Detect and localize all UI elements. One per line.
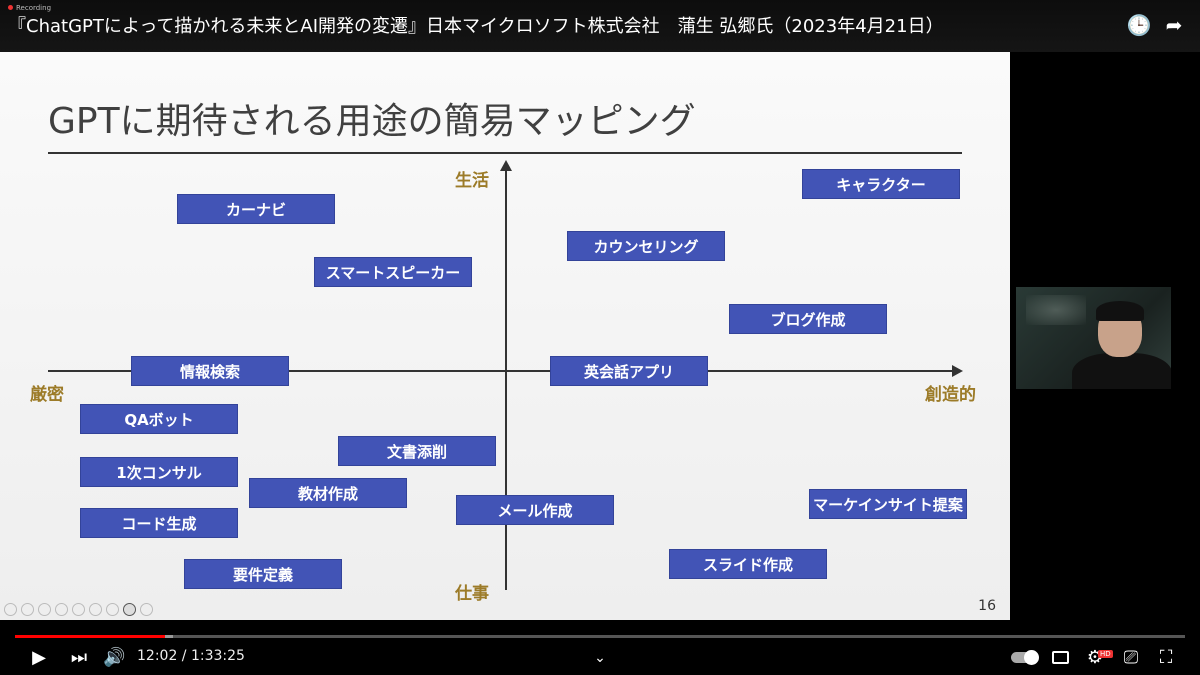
- usecase-box: キャラクター: [802, 169, 960, 199]
- slide-toolbar: [4, 603, 153, 616]
- share-icon[interactable]: ➦: [1161, 12, 1187, 38]
- exit-fullscreen-icon[interactable]: ⛶: [1155, 647, 1177, 669]
- progress-played[interactable]: [15, 635, 165, 638]
- slide-page-number: 16: [978, 598, 996, 614]
- usecase-box: 教材作成: [249, 478, 407, 508]
- usecase-box: 文書添削: [338, 436, 496, 466]
- next-slide-icon[interactable]: [21, 603, 34, 616]
- usecase-box: カーナビ: [177, 194, 335, 224]
- video-title-bar: Recording 『ChatGPTによって描かれる未来とAI開発の変遷』日本マ…: [0, 0, 1200, 52]
- axis-label-top: 生活: [455, 166, 489, 191]
- pen-icon[interactable]: [38, 603, 51, 616]
- volume-icon[interactable]: 🔊: [103, 647, 125, 669]
- usecase-box: 英会話アプリ: [550, 356, 708, 386]
- speaker-body: [1072, 353, 1171, 389]
- subtitles-icon[interactable]: [1052, 651, 1069, 664]
- axis-label-right: 創造的: [925, 380, 976, 405]
- usecase-box: メール作成: [456, 495, 614, 525]
- axis-label-bottom: 仕事: [455, 579, 489, 604]
- usecase-box: マーケインサイト提案: [809, 489, 967, 519]
- usecase-box: コード生成: [80, 508, 238, 538]
- video-icon[interactable]: [123, 603, 136, 616]
- camera-icon[interactable]: [106, 603, 119, 616]
- play-icon[interactable]: ▶: [28, 647, 50, 669]
- video-title[interactable]: 『ChatGPTによって描かれる未来とAI開発の変遷』日本マイクロソフト株式会社…: [8, 12, 944, 38]
- clock-icon[interactable]: 🕒: [1126, 12, 1152, 38]
- time-separator: /: [177, 648, 191, 664]
- current-time: 12:02: [137, 648, 177, 664]
- subtitle-icon[interactable]: [89, 603, 102, 616]
- hd-badge: HD: [1098, 650, 1113, 658]
- chevron-down-icon[interactable]: ⌄: [590, 647, 610, 669]
- usecase-box: カウンセリング: [567, 231, 725, 261]
- progress-bar[interactable]: [15, 635, 1185, 638]
- axis-arrow-right: [952, 365, 963, 377]
- webcam-background: [1026, 295, 1086, 325]
- slides-icon[interactable]: [55, 603, 68, 616]
- usecase-box: 情報検索: [131, 356, 289, 386]
- recording-indicator: Recording: [8, 4, 51, 12]
- autoplay-toggle[interactable]: [1011, 652, 1037, 663]
- title-divider: [48, 152, 962, 154]
- prev-slide-icon[interactable]: [4, 603, 17, 616]
- usecase-box: 1次コンサル: [80, 457, 238, 487]
- axis-label-left: 厳密: [30, 380, 64, 405]
- axis-arrow-up: [500, 160, 512, 171]
- speaker-hair: [1096, 301, 1144, 321]
- usecase-box: 要件定義: [184, 559, 342, 589]
- more-icon[interactable]: [140, 603, 153, 616]
- zoom-icon[interactable]: [72, 603, 85, 616]
- usecase-box: スマートスピーカー: [314, 257, 472, 287]
- cast-icon[interactable]: ⎚: [1120, 647, 1142, 669]
- slide-title: GPTに期待される用途の簡易マッピング: [48, 92, 696, 144]
- presentation-slide: GPTに期待される用途の簡易マッピング 生活 仕事 厳密 創造的 カーナビ キャ…: [0, 52, 1010, 620]
- speaker-webcam: [1016, 287, 1171, 389]
- duration: 1:33:25: [191, 648, 245, 664]
- next-icon[interactable]: ⏭: [68, 647, 90, 669]
- usecase-box: スライド作成: [669, 549, 827, 579]
- usecase-box: QAボット: [80, 404, 238, 434]
- usecase-box: ブログ作成: [729, 304, 887, 334]
- vertical-axis: [505, 170, 507, 590]
- time-display: 12:02 / 1:33:25: [137, 648, 245, 664]
